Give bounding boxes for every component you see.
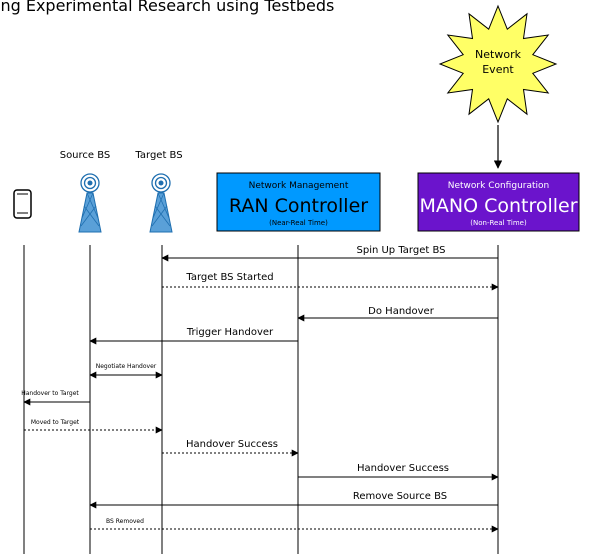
- ran-controller-box: Network Management RAN Controller (Near-…: [216, 172, 381, 232]
- message-label-1: Spin Up Target BS: [357, 245, 446, 256]
- page-title: ing Experimental Research using Testbeds: [0, 0, 334, 15]
- ran-controller-title: RAN Controller: [229, 195, 368, 217]
- network-event-burst: Network Event: [438, 4, 558, 124]
- mano-controller-sub: (Non-Real Time): [470, 219, 527, 227]
- target-bs-tower-icon: [149, 173, 173, 233]
- source-bs-label: Source BS: [60, 150, 111, 161]
- ran-controller-sub: (Near-Real Time): [269, 219, 328, 227]
- message-label-6: Handover to Target: [21, 390, 79, 397]
- mano-controller-box: Network Configuration MANO Controller (N…: [417, 172, 580, 232]
- message-label-3: Do Handover: [368, 306, 435, 317]
- message-label-4: Trigger Handover: [186, 327, 274, 338]
- target-bs-label: Target BS: [134, 150, 182, 161]
- lifelines: [23, 245, 499, 554]
- mano-controller-title: MANO Controller: [419, 195, 577, 217]
- message-label-5: Negotiate Handover: [96, 363, 157, 370]
- message-label-11: BS Removed: [106, 518, 144, 525]
- mano-controller-top: Network Configuration: [448, 181, 549, 191]
- message-label-10: Remove Source BS: [353, 491, 447, 502]
- message-label-7: Moved to Target: [31, 419, 80, 426]
- message-label-2: Target BS Started: [185, 272, 273, 283]
- message-group: Spin Up Target BS Target BS Started Do Han…: [21, 245, 499, 533]
- message-label-8: Handover Success: [186, 439, 278, 450]
- network-event-line2: Event: [482, 63, 514, 76]
- ran-controller-top: Network Management: [249, 181, 349, 191]
- message-label-9: Handover Success: [357, 463, 449, 474]
- source-bs-tower-icon: [78, 173, 102, 233]
- network-event-line1: Network: [475, 48, 522, 61]
- phone-icon: [13, 189, 32, 219]
